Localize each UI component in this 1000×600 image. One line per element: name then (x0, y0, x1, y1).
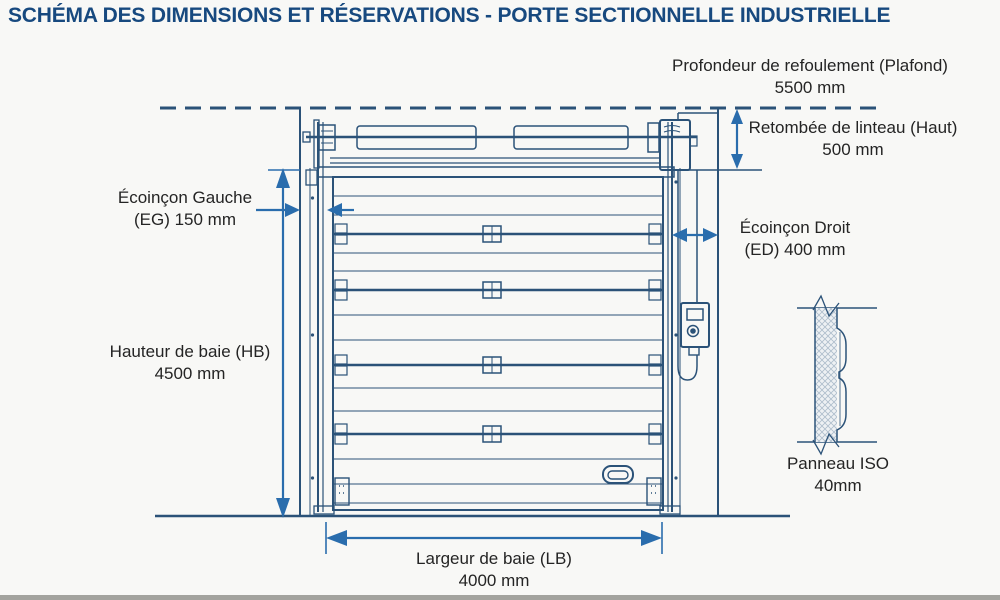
dim-largeur-baie-arrow (325, 522, 663, 554)
control-box (677, 170, 710, 381)
spring-right (513, 125, 629, 150)
label-ecoincon-gauche: Écoinçon Gauche (EG) 150 mm (117, 188, 253, 229)
label-retombee-linteau: Retombée de linteau (Haut) 500 mm (748, 118, 958, 159)
dim-ecoincon-droit-arrow (672, 228, 718, 242)
iso-panel-detail (797, 294, 877, 456)
control-box-display (686, 308, 704, 321)
label-profondeur-refoulement: Profondeur de refoulement (Plafond) 5500… (672, 56, 948, 97)
torsion-spring-assembly (302, 119, 698, 171)
label-panneau-iso: Panneau ISO 40mm (786, 454, 890, 495)
spring-left (356, 125, 477, 150)
control-box-button (686, 324, 700, 338)
motor-unit (659, 119, 698, 171)
left-track (305, 122, 335, 516)
label-hauteur-baie: Hauteur de baie (HB) 4500 mm (109, 342, 271, 383)
dim-retombee-arrow (731, 109, 743, 169)
header-rail (317, 157, 675, 178)
hinges (334, 223, 662, 506)
dim-ecoincon-gauche-arrow (256, 203, 354, 217)
page-title: SCHÉMA DES DIMENSIONS ET RÉSERVATIONS - … (8, 4, 891, 27)
door-leaf (332, 176, 664, 511)
image-edge-band (0, 595, 1000, 600)
label-largeur-baie: Largeur de baie (LB) 4000 mm (416, 549, 572, 590)
door-handle (602, 465, 634, 484)
dim-hauteur-baie-arrow (268, 168, 300, 518)
label-ecoincon-droit: Écoinçon Droit (ED) 400 mm (739, 218, 851, 259)
